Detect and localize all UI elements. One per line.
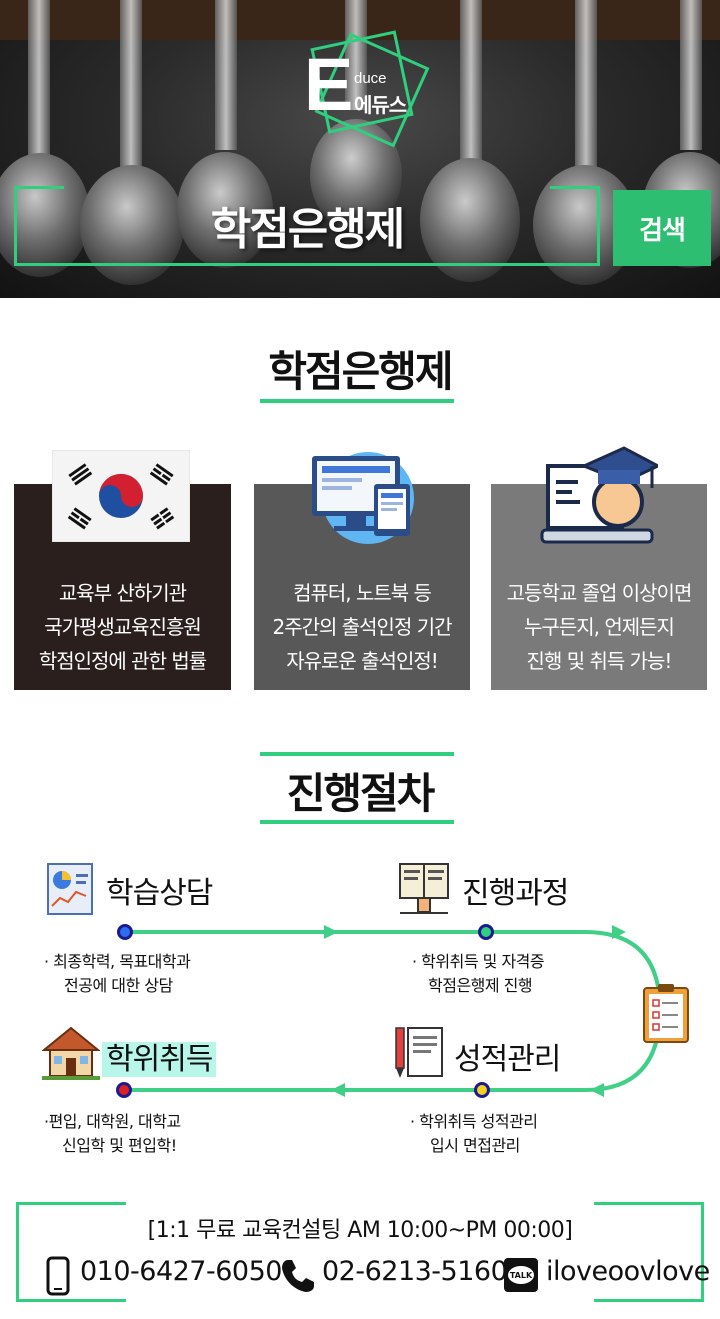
step-progress-desc: · 학위취득 및 자격증 학점은행제 진행 — [412, 950, 545, 998]
chart-document-icon — [47, 863, 93, 915]
book-reading-icon — [399, 863, 449, 914]
contact-box — [16, 1202, 704, 1302]
graduate-laptop-icon — [540, 446, 658, 544]
card-line: 자유로운 출석인정! — [286, 649, 439, 673]
kakaotalk-id-link[interactable]: iloveoovlove — [546, 1256, 710, 1287]
desc-line: 입시 면접관리 — [430, 1136, 520, 1155]
step-consult-dot — [117, 924, 133, 940]
search-field[interactable]: 학점은행제 — [14, 186, 600, 266]
step-degree-label: 학위취득 — [102, 1042, 217, 1077]
step-degree-dot — [116, 1082, 132, 1098]
process-title-overline — [260, 752, 454, 756]
computer-tablet-icon — [312, 452, 414, 544]
card-line: 2주간의 출석인정 기간 — [272, 615, 452, 639]
house-icon — [42, 1026, 100, 1080]
card-line: 학점인정에 관한 법률 — [38, 649, 207, 673]
desc-line: · 학위취득 성적관리 — [410, 1112, 538, 1131]
hero-banner: E duce 에듀스 학점은행제 — [0, 0, 720, 298]
step-grade-desc: · 학위취득 성적관리 입시 면접관리 — [410, 1110, 538, 1158]
logo-frame-icon — [310, 30, 430, 148]
checklist-clipboard-icon — [643, 984, 689, 1043]
desc-line: 신입학 및 편입학! — [62, 1136, 177, 1155]
phone-number-link[interactable]: 02-6213-5160 — [322, 1256, 508, 1287]
step-grade-dot — [474, 1082, 490, 1098]
educe-logo[interactable]: E duce 에듀스 — [290, 26, 440, 156]
step-consult-title: 학습상담 — [106, 876, 213, 911]
card-line: 고등학교 졸업 이상이면 — [506, 581, 693, 605]
desc-line: ·편입, 대학원, 대학교 — [44, 1112, 181, 1131]
desc-line: · 최종학력, 목표대학과 — [44, 952, 191, 971]
korean-flag-icon — [52, 450, 190, 542]
phone-icon — [282, 1260, 314, 1292]
search-text: 학점은행제 — [210, 203, 405, 255]
step-consult-desc: · 최종학력, 목표대학과 전공에 대한 상담 — [44, 950, 191, 998]
process-flow-line — [125, 925, 663, 1097]
card-line: 컴퓨터, 노트북 등 — [293, 581, 432, 605]
process-title-underline — [260, 820, 454, 824]
consulting-hours: [1:1 무료 교육컨설팅 AM 10:00~PM 00:00] — [147, 1218, 573, 1243]
logo-korean: 에듀스 — [354, 93, 407, 117]
logo-sub: duce — [354, 70, 387, 87]
step-progress-title: 진행과정 — [462, 876, 569, 911]
card-line: 교육부 산하기관 — [58, 581, 187, 605]
step-grade-title: 성적관리 — [454, 1042, 561, 1077]
desc-line: 학점은행제 진행 — [428, 976, 533, 995]
step-progress-dot — [478, 924, 494, 940]
card-line: 국가평생교육진흥원 — [44, 615, 202, 639]
mobile-number-link[interactable]: 010-6427-6050 — [80, 1256, 282, 1287]
card-line: 누구든지, 언제든지 — [524, 615, 675, 639]
desc-line: · 학위취득 및 자격증 — [412, 952, 545, 971]
intro-title-underline — [260, 399, 454, 403]
kakaotalk-badge: TALK — [508, 1266, 534, 1284]
mobile-phone-icon — [46, 1256, 70, 1296]
pen-report-icon — [395, 1027, 443, 1078]
logo-letter: E — [304, 43, 354, 126]
step-degree-title: 학위취득 — [102, 1034, 217, 1078]
kakaotalk-icon: TALK — [504, 1258, 538, 1292]
step-degree-desc: ·편입, 대학원, 대학교 신입학 및 편입학! — [44, 1110, 181, 1158]
search-button[interactable]: 검색 — [613, 190, 711, 266]
card-line: 진행 및 취득 가능! — [526, 649, 673, 673]
desc-line: 전공에 대한 상담 — [64, 976, 173, 995]
intro-title: 학점은행제 — [268, 347, 453, 396]
process-title: 진행절차 — [286, 769, 436, 818]
